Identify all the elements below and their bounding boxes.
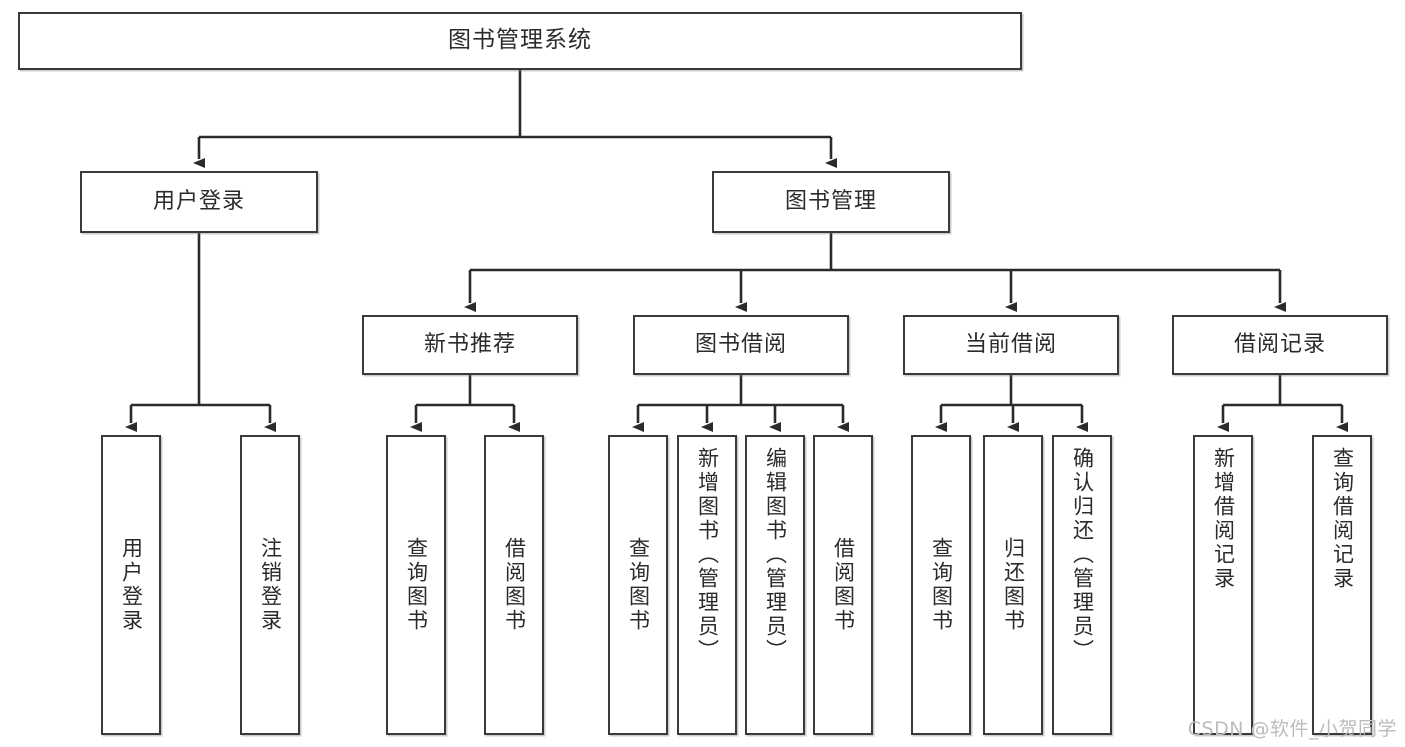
leaf-inner: 新增借阅记录 (1197, 443, 1249, 731)
node-leaf-borrow-add[interactable]: 新增图书（管理员） (677, 435, 737, 735)
node-leaf-rec-add[interactable]: 新增借阅记录 (1193, 435, 1253, 735)
node-root-label: 图书管理系统 (448, 27, 592, 54)
leaf-inner: 查询图书 (612, 443, 664, 727)
node-current-borrow-label: 当前借阅 (964, 331, 1057, 357)
node-leaf-cur-return-label: 归还图书 (1001, 537, 1026, 633)
node-current-borrow[interactable]: 当前借阅 (903, 315, 1119, 375)
leaf-inner: 用户登录 (105, 443, 157, 727)
node-new-book-rec[interactable]: 新书推荐 (362, 315, 578, 375)
leaf-inner: 注销登录 (244, 443, 296, 727)
node-leaf-cur-query[interactable]: 查询图书 (911, 435, 971, 735)
watermark-credit: CSDN @软件_小贺同学 (1187, 718, 1397, 740)
node-borrow-record-label: 借阅记录 (1233, 331, 1326, 357)
node-leaf-rec-query-label: 查询图书 (404, 537, 429, 633)
node-root-book-management-system[interactable]: 图书管理系统 (18, 12, 1022, 70)
node-book-borrow-label: 图书借阅 (694, 331, 787, 357)
node-leaf-rec-query[interactable]: 查询图书 (386, 435, 446, 735)
leaf-inner: 查询借阅记录 (1316, 443, 1368, 731)
node-leaf-user-login[interactable]: 用户登录 (101, 435, 161, 735)
node-leaf-rec-borrow-label: 借阅图书 (502, 537, 527, 633)
node-leaf-rec-add-label: 新增借阅记录 (1211, 447, 1236, 591)
leaf-inner: 查询图书 (915, 443, 967, 727)
leaf-inner: 查询图书 (390, 443, 442, 727)
node-book-manage-label: 图书管理 (784, 188, 877, 214)
node-leaf-borrow-edit-label: 编辑图书（管理员） (763, 447, 788, 663)
leaf-inner: 借阅图书 (488, 443, 540, 727)
leaf-inner: 借阅图书 (817, 443, 869, 727)
node-borrow-record[interactable]: 借阅记录 (1172, 315, 1388, 375)
leaf-inner: 编辑图书（管理员） (749, 443, 801, 731)
node-leaf-borrow-do-label: 借阅图书 (831, 537, 856, 633)
node-leaf-user-logout-label: 注销登录 (258, 537, 283, 633)
node-leaf-user-logout[interactable]: 注销登录 (240, 435, 300, 735)
node-book-manage[interactable]: 图书管理 (712, 171, 950, 233)
node-leaf-cur-confirm-label: 确认归还（管理员） (1070, 447, 1095, 663)
leaf-inner: 归还图书 (987, 443, 1039, 727)
node-leaf-rec-query2-label: 查询借阅记录 (1330, 447, 1355, 591)
node-leaf-rec-borrow[interactable]: 借阅图书 (484, 435, 544, 735)
node-leaf-borrow-query-label: 查询图书 (626, 537, 651, 633)
node-leaf-borrow-edit[interactable]: 编辑图书（管理员） (745, 435, 805, 735)
node-leaf-borrow-query[interactable]: 查询图书 (608, 435, 668, 735)
leaf-inner: 确认归还（管理员） (1056, 443, 1108, 731)
node-user-login[interactable]: 用户登录 (80, 171, 318, 233)
node-book-borrow[interactable]: 图书借阅 (633, 315, 849, 375)
node-leaf-borrow-add-label: 新增图书（管理员） (695, 447, 720, 663)
node-leaf-user-login-label: 用户登录 (119, 537, 144, 633)
node-leaf-rec-query2[interactable]: 查询借阅记录 (1312, 435, 1372, 735)
node-leaf-borrow-do[interactable]: 借阅图书 (813, 435, 873, 735)
node-leaf-cur-confirm[interactable]: 确认归还（管理员） (1052, 435, 1112, 735)
node-leaf-cur-return[interactable]: 归还图书 (983, 435, 1043, 735)
node-leaf-cur-query-label: 查询图书 (929, 537, 954, 633)
node-new-book-rec-label: 新书推荐 (423, 331, 516, 357)
node-user-login-label: 用户登录 (152, 188, 245, 214)
leaf-inner: 新增图书（管理员） (681, 443, 733, 731)
